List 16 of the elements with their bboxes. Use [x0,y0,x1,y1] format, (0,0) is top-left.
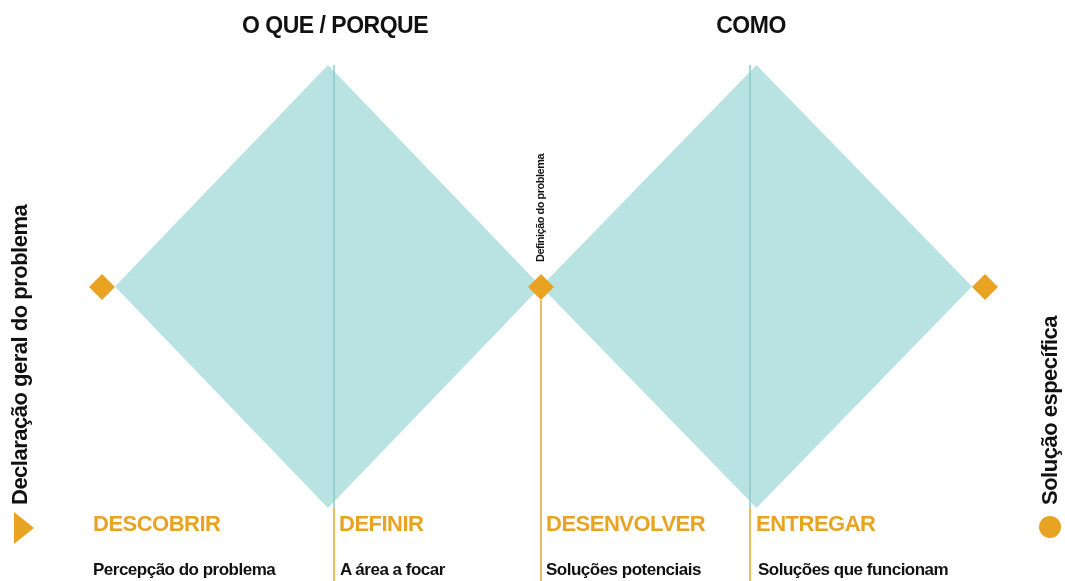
phase-description: Soluções potenciais [546,561,701,578]
phase-description: Soluções que funcionam [758,561,949,578]
axis-label: Declaração geral do problema [9,204,31,505]
section-heading: O QUE / PORQUE [242,14,428,37]
axis-label: Solução específica [1039,315,1061,505]
phase-title: DESENVOLVER [546,513,706,535]
phase-description: Percepção do problema [93,561,276,578]
milestone-diamond [89,274,115,300]
phase-title: DESCOBRIR [93,513,221,535]
phase-title: ENTREGAR [756,513,876,535]
section-heading: COMO [716,14,786,37]
phase-title: DEFINIR [339,513,424,535]
milestone-diamond [528,274,554,300]
milestone-label: Definição do problema [535,153,546,262]
milestone-diamond [972,274,998,300]
phase-description: A área a focar [340,561,445,578]
